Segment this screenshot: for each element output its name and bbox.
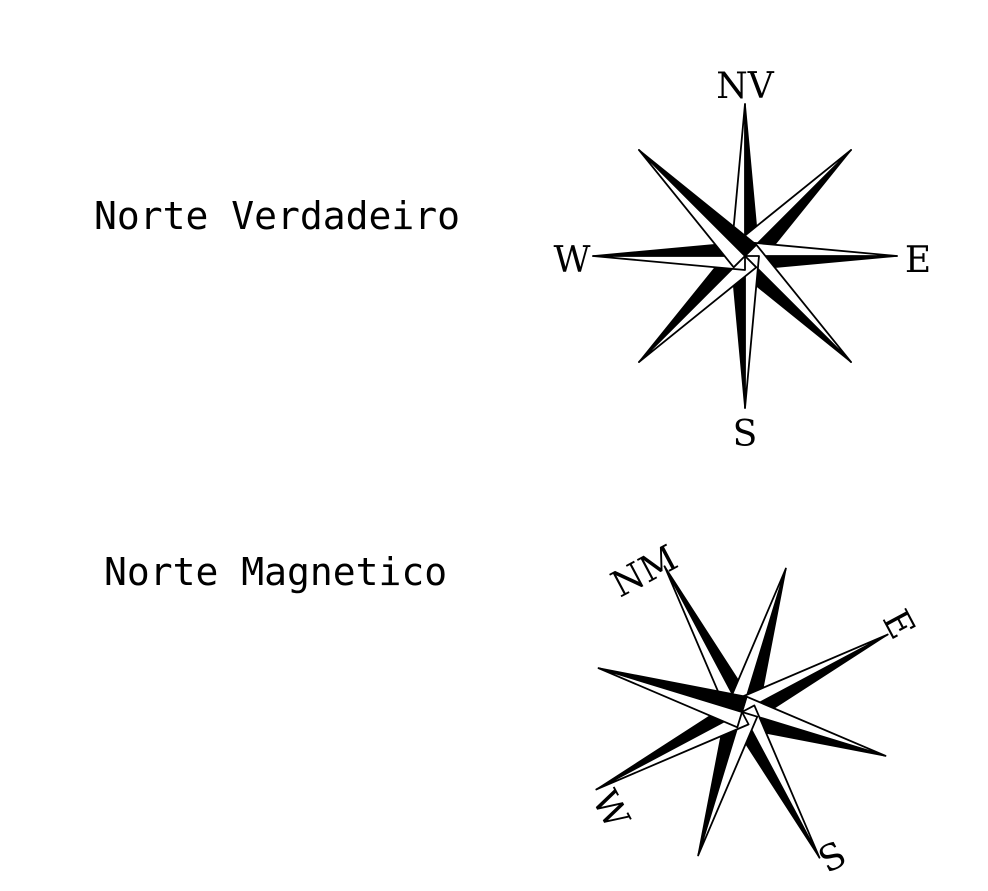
magnetic-rose-south-label: S (812, 834, 853, 882)
rose-point-south-light-half (744, 255, 760, 409)
rose-point-northwest-light-half (597, 667, 743, 729)
true-north-label: Norte Verdadeiro (94, 194, 461, 238)
true-rose-east-label: E (905, 240, 931, 281)
magnetic-rose-west-label: W (583, 784, 637, 836)
rose-point-northwest-light-half (638, 149, 746, 269)
rose-point-southwest-light-half (697, 711, 759, 857)
rose-point-southwest-light-half (638, 255, 758, 363)
magnetic-north-compass-rose (595, 565, 889, 859)
true-rose-north-label: NV (716, 66, 775, 107)
rose-point-west-light-half (592, 255, 746, 271)
magnetic-rose-north-label: NM (605, 538, 685, 606)
magnetic-north-label: Norte Magnetico (104, 550, 448, 594)
true-north-compass-rose (592, 103, 898, 409)
rose-point-east-light-half (744, 241, 898, 257)
rose-point-west-light-half (595, 711, 750, 791)
true-rose-south-label: S (733, 414, 758, 455)
rose-point-south-light-half (741, 704, 821, 859)
true-rose-west-label: W (553, 240, 590, 281)
